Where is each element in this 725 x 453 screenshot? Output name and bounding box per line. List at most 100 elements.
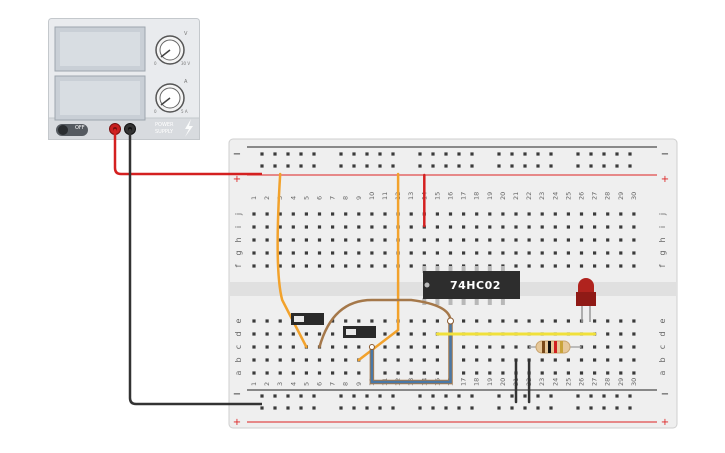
terminal-hole bbox=[357, 238, 361, 242]
terminal-hole bbox=[252, 238, 256, 242]
column-number-top: 4 bbox=[289, 196, 297, 200]
column-number-bottom: 2 bbox=[263, 382, 271, 386]
terminal-hole bbox=[619, 225, 623, 229]
terminal-hole bbox=[331, 225, 335, 229]
chip-body bbox=[423, 271, 520, 299]
terminal-hole bbox=[435, 358, 439, 362]
terminal-hole bbox=[579, 371, 584, 375]
terminal-hole bbox=[252, 251, 256, 255]
chip-pin-bottom bbox=[500, 298, 505, 305]
terminal-hole bbox=[501, 251, 505, 255]
terminal-hole bbox=[317, 332, 322, 336]
column-number-bottom: 9 bbox=[355, 382, 363, 386]
terminal-hole bbox=[632, 332, 636, 336]
terminal-hole bbox=[514, 238, 518, 242]
terminal-hole bbox=[409, 345, 413, 349]
led-dome bbox=[578, 278, 594, 292]
column-number-top: 11 bbox=[381, 192, 389, 200]
column-number-top: 20 bbox=[499, 192, 507, 200]
terminal-hole bbox=[278, 238, 282, 242]
rail-hole bbox=[352, 152, 356, 156]
terminal-hole bbox=[357, 371, 361, 375]
terminal-hole bbox=[344, 358, 348, 362]
rail-hole bbox=[299, 394, 303, 398]
terminal-hole bbox=[265, 225, 269, 229]
row-letter: i bbox=[234, 226, 243, 228]
terminal-hole bbox=[540, 238, 544, 242]
terminal-hole bbox=[488, 225, 492, 229]
current-knob[interactable] bbox=[155, 83, 185, 113]
rail-hole bbox=[431, 406, 435, 410]
column-number-top: 2 bbox=[263, 196, 271, 200]
chip-pin-bottom bbox=[461, 298, 466, 305]
terminal-hole bbox=[278, 358, 282, 362]
terminal-hole bbox=[344, 264, 348, 268]
rail-hole bbox=[339, 152, 343, 156]
terminal-hole bbox=[304, 358, 308, 362]
terminal-hole bbox=[252, 345, 256, 349]
terminal-hole bbox=[370, 225, 374, 229]
rail-hole bbox=[576, 394, 580, 398]
column-number-bottom: 26 bbox=[578, 378, 586, 386]
row-letter: a bbox=[234, 370, 243, 375]
brand-label-line1: POWER bbox=[155, 122, 174, 128]
terminal-hole bbox=[331, 212, 335, 216]
rail-hole bbox=[576, 152, 580, 156]
terminal-hole bbox=[566, 319, 570, 323]
terminal-hole bbox=[488, 238, 492, 242]
column-number-top: 13 bbox=[407, 192, 415, 200]
voltage-scale-max: 30 V bbox=[181, 61, 191, 66]
rail-hole bbox=[549, 406, 553, 410]
rail-hole bbox=[299, 406, 303, 410]
terminal-hole bbox=[252, 225, 256, 229]
terminal-hole bbox=[501, 238, 505, 242]
terminal-hole bbox=[619, 238, 623, 242]
terminal-hole bbox=[291, 345, 295, 349]
terminal-hole bbox=[527, 264, 531, 268]
rail-hole bbox=[260, 406, 264, 410]
terminal-hole bbox=[606, 264, 610, 268]
rail-hole bbox=[536, 152, 540, 156]
rail-hole bbox=[602, 152, 606, 156]
rail-hole bbox=[576, 406, 580, 410]
rail-hole bbox=[536, 164, 540, 168]
rail-hole bbox=[576, 164, 580, 168]
terminal-hole bbox=[304, 225, 308, 229]
terminal-hole bbox=[357, 319, 361, 323]
terminal-hole bbox=[317, 212, 322, 216]
terminal-hole bbox=[527, 238, 531, 242]
top-right-minus-label: − bbox=[661, 149, 669, 160]
terminal-hole bbox=[619, 212, 623, 216]
terminal-hole bbox=[291, 358, 295, 362]
terminal-hole bbox=[619, 264, 623, 268]
voltage-knob[interactable] bbox=[155, 35, 185, 65]
rail-hole bbox=[431, 164, 435, 168]
rail-hole bbox=[497, 406, 501, 410]
rail-hole bbox=[523, 164, 527, 168]
column-number-top: 26 bbox=[578, 192, 586, 200]
column-number-top: 6 bbox=[316, 196, 324, 200]
chip-pin-bottom bbox=[487, 298, 492, 305]
black-ground-wire bbox=[128, 129, 262, 406]
terminal-hole bbox=[278, 332, 282, 336]
terminal-hole bbox=[462, 212, 466, 216]
chip-pin-top bbox=[474, 266, 479, 273]
rail-hole bbox=[339, 394, 343, 398]
terminal-hole bbox=[357, 345, 361, 349]
terminal-hole bbox=[488, 358, 492, 362]
column-number-top: 19 bbox=[486, 192, 494, 200]
terminal-hole bbox=[501, 358, 505, 362]
rail-hole bbox=[589, 164, 593, 168]
terminal-hole bbox=[265, 319, 269, 323]
current-scale-max: 5 A bbox=[181, 109, 188, 114]
terminal-hole bbox=[501, 345, 505, 349]
power-supply[interactable]: V 0 30 V A 0 5 A OFF POWER SUPPLY bbox=[48, 18, 200, 140]
terminal-hole bbox=[344, 225, 348, 229]
terminal-hole bbox=[462, 251, 466, 255]
terminal-hole bbox=[488, 371, 492, 375]
column-number-bottom: 25 bbox=[564, 378, 572, 386]
row-letter: f bbox=[234, 264, 243, 267]
chip-pin-top bbox=[422, 266, 427, 273]
terminal-hole bbox=[370, 251, 374, 255]
rail-hole bbox=[312, 406, 316, 410]
